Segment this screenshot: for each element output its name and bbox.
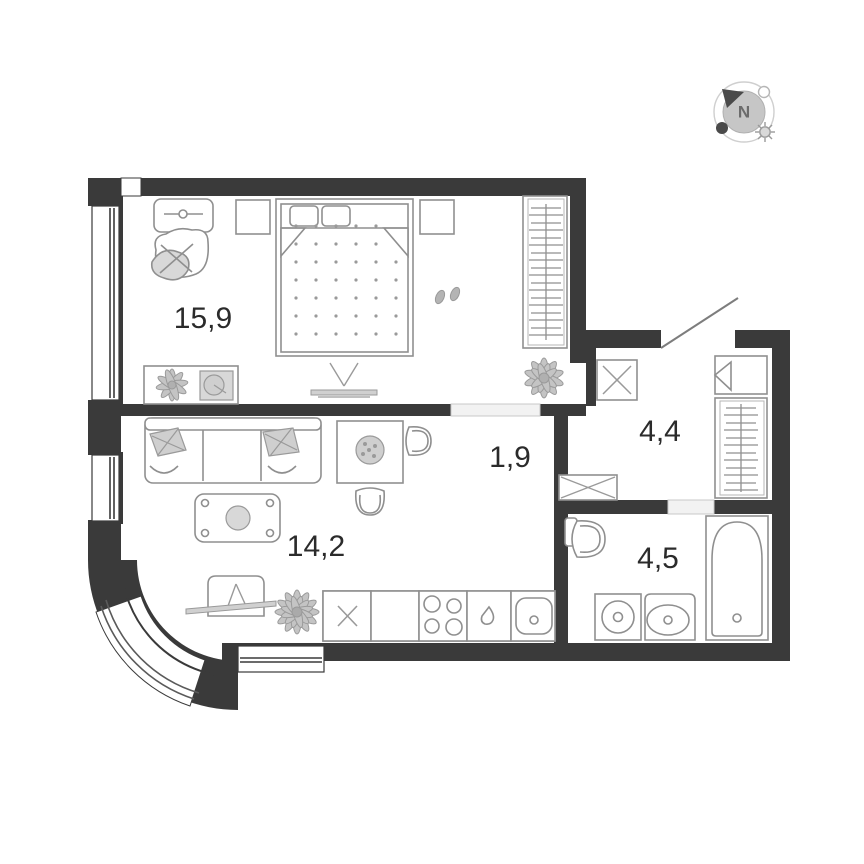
cushion-icon — [149, 427, 187, 457]
washing-machine-icon — [594, 593, 642, 641]
compass-pointer-icon — [722, 89, 744, 108]
shelf-icon — [558, 474, 618, 501]
living-kitchen-furniture — [144, 417, 556, 642]
sun-icon — [755, 122, 775, 142]
pillow-icon — [289, 205, 319, 227]
chair-icon — [405, 425, 432, 457]
room-label-living-kitchen: 14,2 — [287, 530, 345, 563]
room-label-bedroom: 15,9 — [174, 302, 232, 335]
nightstand-right-icon — [419, 199, 455, 235]
compass-ring-node-icon — [757, 85, 771, 99]
nightstand-left-icon — [235, 199, 271, 235]
bathroom-doorway — [667, 499, 715, 515]
window-top-strip — [120, 177, 142, 197]
entry-door-swing — [660, 297, 739, 349]
double-bed-icon — [275, 198, 414, 357]
bathtub-icon — [705, 515, 769, 641]
curved-exterior-wall — [88, 559, 239, 710]
tv-console-icon — [185, 575, 277, 617]
wardrobe-icon — [522, 195, 568, 349]
kitchen-counter — [322, 590, 556, 642]
dining-table-icon — [336, 420, 404, 484]
walls — [88, 178, 790, 661]
room-area-labels: 15,9 14,2 1,9 4,4 4,5 — [174, 302, 681, 575]
wardrobe-icon — [713, 355, 768, 499]
plant-icon — [155, 368, 189, 402]
coffee-table-icon — [194, 493, 281, 543]
armchair-icon — [150, 227, 210, 281]
plant-icon — [524, 357, 564, 399]
sofa-icon — [144, 417, 322, 484]
room-label-hall: 4,4 — [639, 415, 681, 448]
tv-stand-icon — [310, 362, 378, 398]
slippers-icon — [434, 286, 461, 305]
washbasin-icon — [644, 593, 696, 641]
plant-icon — [274, 589, 320, 635]
windows — [91, 177, 325, 673]
chair-icon — [354, 487, 386, 516]
cushion-icon — [262, 427, 300, 457]
cabinet-icon — [370, 590, 420, 642]
desk-icon — [153, 198, 214, 233]
window-left-upper — [91, 205, 120, 401]
room-label-corridor: 1,9 — [489, 441, 531, 474]
bathroom-furniture — [564, 515, 769, 641]
toilet-icon — [564, 517, 606, 558]
pillow-icon — [321, 205, 351, 227]
door-openings — [450, 297, 739, 515]
north-compass-rose: N — [713, 81, 775, 143]
dishwasher-icon — [322, 590, 372, 642]
compass-dot-icon — [716, 122, 728, 134]
storage-box-icon — [596, 359, 638, 401]
stove-icon — [418, 590, 468, 642]
hall-furniture — [558, 355, 768, 501]
compass-north-letter: N — [738, 102, 750, 121]
bedroom-doorway — [450, 403, 541, 417]
faucet-icon — [466, 590, 512, 642]
bedroom-furniture — [143, 195, 568, 405]
sink-icon — [510, 590, 556, 642]
window-curved-pane-line — [100, 605, 195, 700]
room-label-bathroom: 4,5 — [637, 542, 679, 575]
window-left-lower — [91, 454, 120, 522]
window-bottom — [237, 645, 325, 673]
